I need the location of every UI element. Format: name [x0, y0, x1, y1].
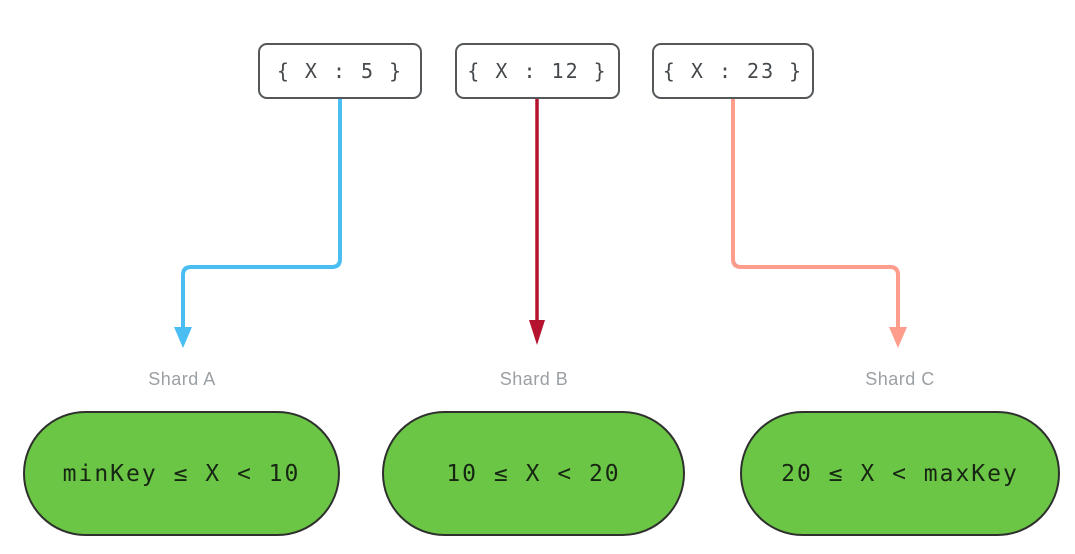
shard-a-range-text: minKey ≤ X < 10 — [62, 460, 301, 487]
arrowhead-shard-a-icon — [174, 327, 192, 348]
arrow-doc3-to-shard-c — [731, 99, 900, 328]
document-box-x5-label: { X : 5 } — [276, 59, 404, 83]
shard-a-range-capsule: minKey ≤ X < 10 — [23, 411, 340, 536]
document-box-x12: { X : 12 } — [455, 43, 620, 99]
shard-a-label: Shard A — [148, 369, 216, 389]
arrowhead-shard-c-icon — [889, 327, 907, 348]
document-box-x23-label: { X : 23 } — [662, 59, 804, 83]
shard-c-range-text: 20 ≤ X < maxKey — [781, 460, 1019, 487]
document-box-x12-label: { X : 12 } — [467, 59, 608, 83]
shard-c-range-capsule: 20 ≤ X < maxKey — [740, 411, 1060, 536]
arrowhead-shard-b-icon — [529, 320, 545, 345]
arrow-doc1-to-shard-a — [181, 99, 342, 328]
shard-b-range-capsule: 10 ≤ X < 20 — [382, 411, 685, 536]
document-box-x23: { X : 23 } — [652, 43, 814, 99]
shard-c-label: Shard C — [865, 369, 935, 389]
document-box-x5: { X : 5 } — [258, 43, 422, 99]
shard-b-range-text: 10 ≤ X < 20 — [446, 460, 621, 487]
shard-b-label: Shard B — [499, 369, 569, 389]
